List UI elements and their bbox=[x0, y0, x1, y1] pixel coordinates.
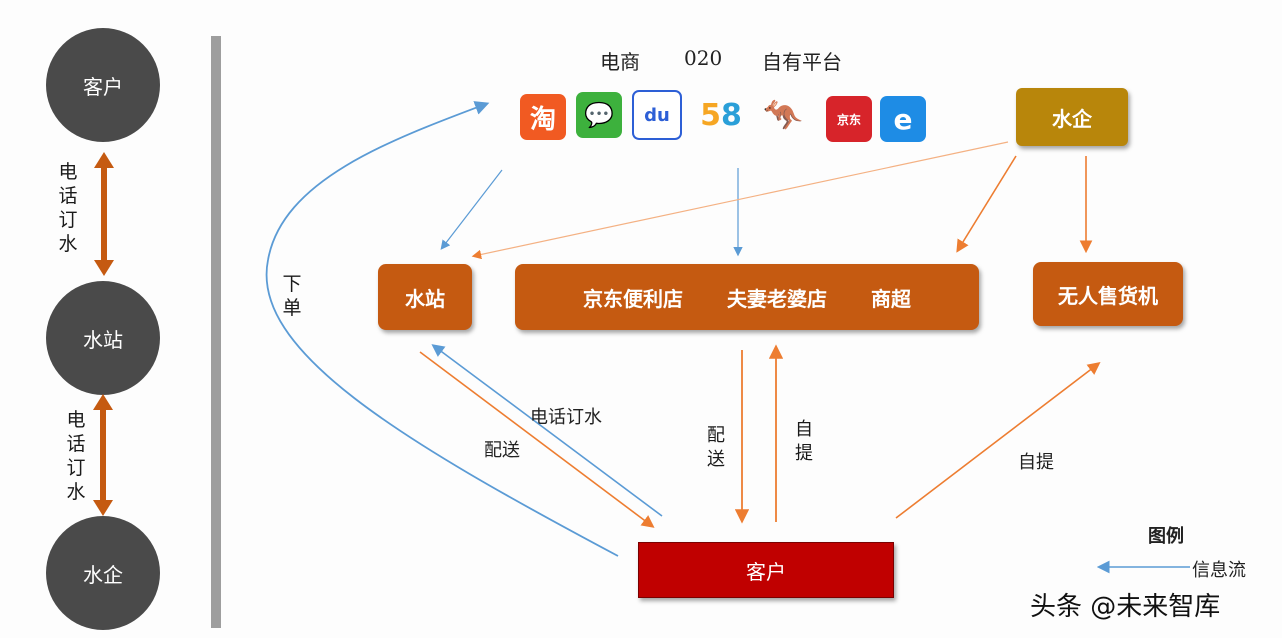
jingdong-icon: 京东 bbox=[826, 96, 872, 142]
header-o2o: 020 bbox=[684, 46, 723, 70]
deliver-left-label: 配送 bbox=[484, 440, 520, 461]
order-curve bbox=[265, 101, 619, 557]
deliver-mid-label: 配送 bbox=[707, 425, 725, 470]
legend-info-flow: 信息流 bbox=[1192, 560, 1246, 581]
company-to-station-line bbox=[471, 141, 1009, 260]
customer-to-vending-line bbox=[895, 362, 1101, 519]
eleme-icon: e bbox=[880, 96, 926, 142]
customer-box: 客户 bbox=[638, 542, 894, 598]
store-jd: 京东便利店 bbox=[583, 286, 683, 311]
header-ecommerce: 电商 bbox=[600, 50, 640, 74]
pickup-right-label: 自提 bbox=[1018, 452, 1054, 473]
platform-to-station-line bbox=[440, 169, 503, 250]
chain-company-label: 水企 bbox=[83, 562, 123, 587]
wechat-icon: 💬 bbox=[576, 92, 622, 138]
chain-link2-label: 电话订水 bbox=[66, 409, 86, 503]
separator-bar bbox=[211, 36, 221, 628]
chain-customer-label: 客户 bbox=[83, 74, 123, 99]
store-supermarket: 商超 bbox=[871, 286, 911, 311]
store-family: 夫妻老婆店 bbox=[727, 286, 827, 311]
customer-phone-line bbox=[431, 344, 663, 517]
water-station-box: 水站 bbox=[378, 264, 472, 330]
order-label: 下单 bbox=[282, 273, 302, 319]
watermark: 头条 @未来智库 bbox=[1030, 592, 1221, 622]
water-company-box: 水企 bbox=[1016, 88, 1128, 146]
chain-company-node: 水企 bbox=[46, 516, 160, 630]
legend-title: 图例 bbox=[1148, 526, 1184, 547]
chain-station-node: 水站 bbox=[46, 281, 160, 395]
58-icon: 58 bbox=[700, 97, 742, 133]
phone-order-label: 电话订水 bbox=[530, 407, 602, 428]
chain-arrow-1-head-top bbox=[94, 152, 114, 168]
company-to-stores-line bbox=[956, 155, 1017, 253]
chain-arrow-2-head-top bbox=[93, 394, 113, 410]
chain-station-label: 水站 bbox=[83, 327, 123, 352]
chain-customer-node: 客户 bbox=[46, 28, 160, 142]
pickup-mid-label: 自提 bbox=[795, 419, 813, 464]
chain-arrow-1-head-bottom bbox=[94, 260, 114, 276]
stores-box: 京东便利店 夫妻老婆店 商超 bbox=[515, 264, 979, 330]
chain-arrow-2-head-bottom bbox=[93, 500, 113, 516]
header-own-platform: 自有平台 bbox=[762, 50, 842, 74]
chain-link1-label: 电话订水 bbox=[58, 161, 78, 255]
kangaroo-icon: 🦘 bbox=[763, 96, 803, 134]
station-deliver-line bbox=[419, 351, 655, 528]
vending-box: 无人售货机 bbox=[1033, 262, 1183, 326]
taobao-icon: 淘 bbox=[520, 94, 566, 140]
baidu-icon: du bbox=[632, 90, 682, 140]
